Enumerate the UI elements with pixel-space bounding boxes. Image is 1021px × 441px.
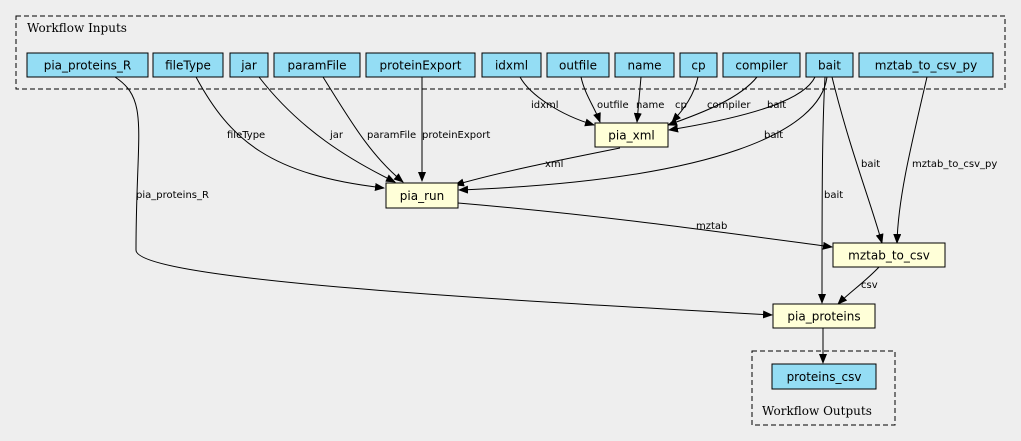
workflow-inputs-cluster: Workflow Inputs xyxy=(15,15,1006,90)
workflow-inputs-label: Workflow Inputs xyxy=(27,21,127,35)
edge-bait-pia-run xyxy=(458,76,828,194)
input-node-compiler-label: compiler xyxy=(735,59,787,73)
edge-label-jar: jar xyxy=(329,130,344,141)
edge-label-csv: csv xyxy=(861,280,878,291)
input-node-filetype-label: fileType xyxy=(165,59,211,73)
input-node-filetype[interactable]: fileType xyxy=(152,52,224,78)
input-node-bait-label: bait xyxy=(818,59,841,73)
edge-label-cp: cp xyxy=(675,100,687,111)
input-node-mztab-to-csv-py-label: mztab_to_csv_py xyxy=(875,59,977,73)
input-node-paramfile[interactable]: paramFile xyxy=(273,52,361,78)
input-node-cp[interactable]: cp xyxy=(679,52,718,78)
edge-label-paramfile: paramFile xyxy=(367,130,416,141)
input-node-idxml-label: idxml xyxy=(495,59,528,73)
edge-mztab-to-csv-py xyxy=(893,76,928,244)
edge-label-xml: xml xyxy=(545,159,563,170)
edge-label-bait-pia-proteins: bait xyxy=(824,190,843,201)
edge-mztab xyxy=(457,202,833,250)
step-node-mztab-to-csv-label: mztab_to_csv xyxy=(848,249,930,263)
input-node-jar[interactable]: jar xyxy=(229,52,269,78)
edge-filetype xyxy=(195,76,385,191)
input-node-outfile-label: outfile xyxy=(559,59,597,73)
input-node-compiler[interactable]: compiler xyxy=(722,52,801,78)
edge-label-bait-pia-run: bait xyxy=(764,130,783,141)
edge-label-idxml: idxml xyxy=(531,100,559,111)
edge-paramfile xyxy=(322,76,404,183)
step-node-pia-xml[interactable]: pia_xml xyxy=(594,122,669,148)
edge-csv xyxy=(837,265,881,305)
edge-label-name: name xyxy=(636,100,664,111)
step-node-mztab-to-csv[interactable]: mztab_to_csv xyxy=(832,242,946,268)
input-node-pia-proteins-r[interactable]: pia_proteins_R xyxy=(26,52,149,78)
output-nodes: proteins_csv xyxy=(771,363,877,390)
step-node-pia-xml-label: pia_xml xyxy=(608,129,654,143)
edge-bait-pia-xml xyxy=(668,76,816,133)
edge-label-compiler: compiler xyxy=(707,100,751,111)
input-nodes: pia_proteins_R fileType jar paramFile pr… xyxy=(26,52,994,78)
edge-label-mztab: mztab xyxy=(696,221,727,232)
edge-name xyxy=(633,76,642,123)
input-node-proteinexport[interactable]: proteinExport xyxy=(365,52,476,78)
edge-jar xyxy=(258,76,396,183)
input-node-pia-proteins-r-label: pia_proteins_R xyxy=(44,59,132,73)
edge-label-pia-proteins-r: pia_proteins_R xyxy=(136,190,209,201)
output-node-proteins-csv[interactable]: proteins_csv xyxy=(771,363,877,390)
workflow-outputs-label: Workflow Outputs xyxy=(762,404,872,418)
step-node-pia-proteins[interactable]: pia_proteins xyxy=(772,303,876,329)
input-node-cp-label: cp xyxy=(691,59,705,73)
edge-pia-proteins-r xyxy=(114,76,773,319)
edge-compiler xyxy=(667,76,758,126)
workflow-outputs-cluster: Workflow Outputs xyxy=(751,350,896,426)
edge-outfile xyxy=(580,76,601,123)
input-node-name[interactable]: name xyxy=(614,52,675,78)
input-node-mztab-to-csv-py[interactable]: mztab_to_csv_py xyxy=(858,52,994,78)
edge-label-bait-pia-xml: bait xyxy=(767,100,786,111)
edge-labels: idxml outfile name cp compiler bait bait… xyxy=(136,100,997,291)
input-node-jar-label: jar xyxy=(240,59,257,73)
output-node-proteins-csv-label: proteins_csv xyxy=(787,370,862,384)
edge-bait-mztab-to-csv xyxy=(831,76,884,244)
step-node-pia-proteins-label: pia_proteins xyxy=(787,310,860,324)
step-node-pia-run-label: pia_run xyxy=(400,189,444,203)
edge-label-bait-mztab-to-csv: bait xyxy=(861,159,880,170)
input-node-bait[interactable]: bait xyxy=(805,52,854,78)
step-node-pia-run[interactable]: pia_run xyxy=(385,182,459,209)
input-node-idxml[interactable]: idxml xyxy=(481,52,542,78)
input-node-paramfile-label: paramFile xyxy=(287,59,346,73)
step-nodes: pia_xml pia_run mztab_to_csv pia_protein… xyxy=(385,122,946,329)
edge-xml xyxy=(454,147,621,187)
edge-label-filetype: fileType xyxy=(227,130,265,141)
input-node-name-label: name xyxy=(627,59,661,73)
edge-label-outfile: outfile xyxy=(597,100,629,111)
edge-bait-pia-proteins xyxy=(818,76,827,304)
edge-idxml xyxy=(519,76,595,127)
input-node-outfile[interactable]: outfile xyxy=(546,52,610,78)
edges xyxy=(114,76,928,364)
input-node-proteinexport-label: proteinExport xyxy=(380,59,462,73)
edge-label-mztab-to-csv-py: mztab_to_csv_py xyxy=(912,159,997,170)
edge-label-proteinexport: proteinExport xyxy=(422,130,490,141)
